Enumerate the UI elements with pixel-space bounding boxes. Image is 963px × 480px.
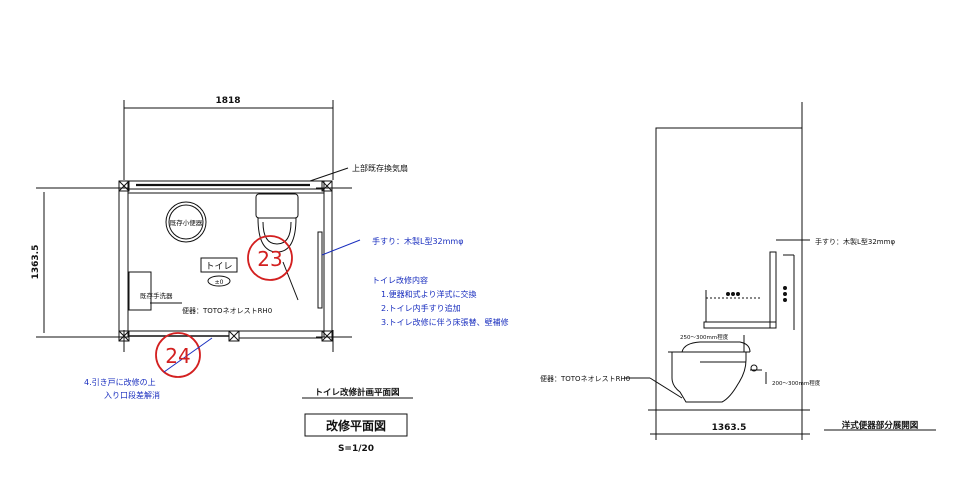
elevation-toilet-label: 便器：TOTOネオレストRH0 [540,374,630,383]
urinal [165,201,207,243]
handrail-label: 手すり：木製L型32mmφ [372,236,464,246]
room-label-box [200,257,238,273]
marker-23-label: 23 [257,247,282,271]
toilet-bowl [257,217,297,253]
plan-title: 改修平面図 [326,418,386,433]
handrail-plan [317,231,323,309]
title-box [304,413,408,437]
elevation-handrail-label: 手すり：木製L型32mmφ [815,237,895,246]
corner-posts [118,180,333,342]
plan-scale: S=1/20 [338,444,374,454]
paper-holder [750,364,758,372]
dim-b-label: 200～300mm程度 [772,379,821,387]
elevation-wall [655,127,803,411]
vent-label: 上部既存換気扇 [352,163,408,173]
plan-view [36,100,413,437]
toilet-label: 便器：TOTOネオレストRH0 [182,306,272,315]
level-label: ±0 [215,279,224,286]
sink [128,271,152,311]
notes-title: トイレ改修内容 [372,275,428,285]
depth-dimension: 1363.5 [31,245,41,280]
marker-24-label: 24 [165,344,190,368]
marker-23 [247,235,293,281]
note-3: 3.トイレ改修に伴う床張替、壁補修 [381,317,509,327]
toilet-tank [255,193,299,219]
width-dimension: 1818 [215,96,240,106]
handrail-vertical [769,251,777,329]
elevation-width-dimension: 1363.5 [712,423,747,433]
room-label: トイレ [205,262,232,272]
note-2: 2.トイレ内手すり追加 [381,303,461,313]
dim-a-label: 250～300mm程度 [680,333,729,341]
level-mark [207,275,231,287]
note-1: 1.便器和式より洋式に交換 [381,289,476,299]
elevation-title: 洋式便器部分展開図 [842,420,919,431]
urinal-label: 既存小便器 [170,218,203,227]
note-4-line2: 入り口段差解消 [104,390,160,400]
right-wall [323,180,333,338]
handrail-horizontal [703,321,777,329]
sink-label: 既存手洗器 [140,291,173,300]
left-wall [118,180,129,338]
marker-24 [155,332,201,378]
elevation-view [624,102,936,440]
note-4-line1: 4.引き戸に改修の上 [84,377,156,387]
toilet-side [671,351,747,403]
plan-subtitle: トイレ改修計画平面図 [314,387,399,398]
